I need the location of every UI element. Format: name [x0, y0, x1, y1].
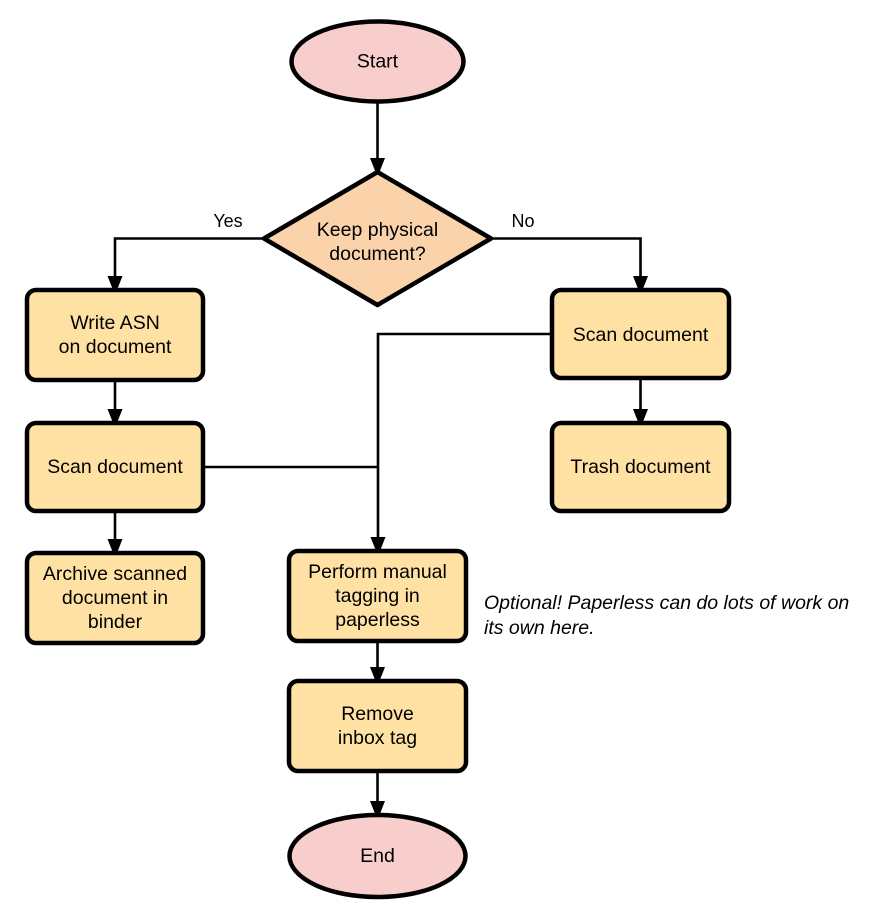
- node-tagging-label-line1: Perform manual: [308, 561, 447, 583]
- edge-label-yes: Yes: [213, 211, 242, 231]
- node-decision-label-line2: document?: [329, 243, 426, 265]
- node-remove-inbox-label-line2: inbox tag: [338, 727, 417, 749]
- node-tagging-label-line2: tagging in: [335, 585, 420, 607]
- node-write-asn-label-line1: Write ASN: [70, 312, 160, 334]
- node-archive-scanned-document[interactable]: Archive scanned document in binder: [24, 550, 206, 646]
- annotation-optional-note-line2: its own here.: [484, 617, 595, 639]
- node-remove-inbox-label-line1: Remove: [341, 703, 414, 725]
- node-tagging-label-line3: paperless: [335, 609, 420, 631]
- edge-decision-no-to-scan-right: [492, 237, 648, 295]
- node-decision-label-line1: Keep physical: [317, 219, 438, 241]
- edge-scan-right-to-tagging: [370, 332, 552, 556]
- node-end[interactable]: End: [287, 812, 468, 900]
- node-remove-inbox-tag[interactable]: Remove inbox tag: [286, 678, 469, 774]
- node-start-label: Start: [357, 51, 399, 73]
- edge-remove-inbox-to-end: [370, 771, 385, 820]
- node-start[interactable]: Start: [289, 19, 466, 104]
- node-archive-label-line1: Archive scanned: [43, 563, 187, 585]
- node-decision-keep-physical-document[interactable]: Keep physical document?: [261, 169, 494, 308]
- node-end-label: End: [360, 845, 395, 867]
- node-archive-label-line3: binder: [88, 611, 143, 633]
- node-archive-label-line2: document in: [62, 587, 168, 609]
- node-scan-document-right[interactable]: Scan document: [549, 287, 732, 381]
- edge-label-no: No: [511, 211, 534, 231]
- node-perform-manual-tagging[interactable]: Perform manual tagging in paperless: [286, 548, 469, 644]
- edge-decision-yes-to-write-asn: [107, 237, 263, 295]
- edge-scan-right-to-trash: [633, 378, 648, 428]
- edge-tagging-to-remove-inbox: [370, 641, 385, 686]
- node-trash-document-label: Trash document: [570, 456, 711, 478]
- node-trash-document[interactable]: Trash document: [549, 420, 732, 514]
- node-scan-document-left[interactable]: Scan document: [24, 420, 206, 514]
- node-scan-document-right-label: Scan document: [573, 324, 709, 346]
- edge-scan-left-to-archive: [107, 510, 123, 558]
- node-write-asn-label-line2: on document: [59, 336, 172, 358]
- node-write-asn-on-document[interactable]: Write ASN on document: [24, 287, 206, 383]
- annotation-optional-note: Optional! Paperless can do lots of work …: [484, 592, 849, 639]
- edge-start-to-decision: [370, 103, 385, 177]
- edge-write-asn-to-scan-left: [107, 380, 123, 428]
- node-scan-document-left-label: Scan document: [47, 456, 183, 478]
- annotation-optional-note-line1: Optional! Paperless can do lots of work …: [484, 592, 849, 614]
